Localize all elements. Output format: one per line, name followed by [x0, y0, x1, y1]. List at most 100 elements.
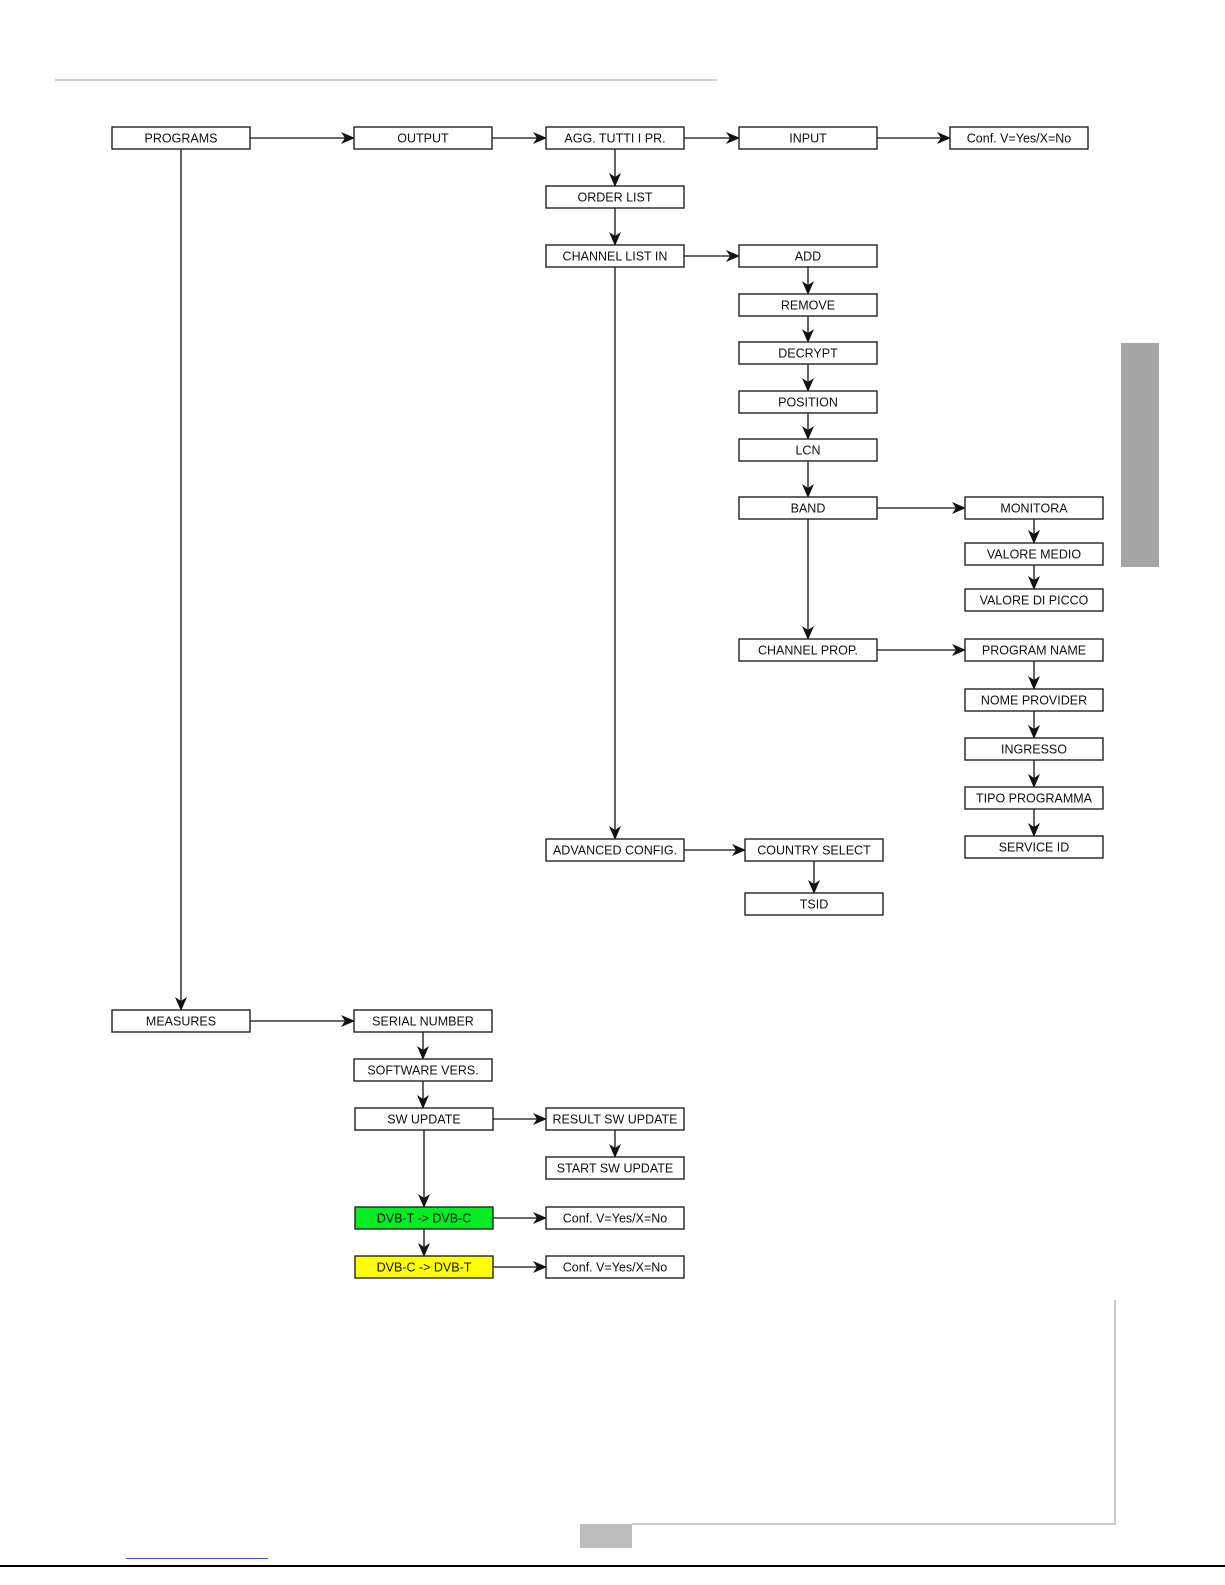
- node-serial: SERIAL NUMBER: [353, 1009, 493, 1033]
- node-box-tipoprog: [964, 786, 1104, 810]
- node-box-dvbc2t: [354, 1255, 494, 1279]
- node-box-remove: [738, 293, 878, 317]
- node-box-serial: [353, 1009, 493, 1033]
- node-box-country: [744, 838, 884, 862]
- node-band: BAND: [738, 496, 878, 520]
- page-border-right: [1114, 1300, 1116, 1524]
- node-box-conf2: [545, 1206, 685, 1230]
- node-box-lcn: [738, 438, 878, 462]
- node-label-conf1: Conf. V=Yes/X=No: [967, 132, 1072, 146]
- node-box-input: [738, 126, 878, 150]
- node-startsw: START SW UPDATE: [545, 1156, 685, 1180]
- node-label-nomeprov: NOME PROVIDER: [981, 694, 1087, 708]
- node-label-serviceid: SERVICE ID: [999, 841, 1070, 855]
- node-agg: AGG. TUTTI I PR.: [545, 126, 685, 150]
- node-label-serial: SERIAL NUMBER: [372, 1015, 474, 1029]
- node-box-monitora: [964, 496, 1104, 520]
- node-add: ADD: [738, 244, 878, 268]
- node-label-chprop: CHANNEL PROP.: [758, 644, 858, 658]
- node-box-decrypt: [738, 341, 878, 365]
- node-box-startsw: [545, 1156, 685, 1180]
- node-output: OUTPUT: [353, 126, 493, 150]
- edges-layer: [175, 132, 1040, 1273]
- node-label-remove: REMOVE: [781, 299, 835, 313]
- node-chprop: CHANNEL PROP.: [738, 638, 878, 662]
- top-rule: [55, 79, 717, 81]
- node-remove: REMOVE: [738, 293, 878, 317]
- node-label-swupd: SW UPDATE: [387, 1113, 460, 1127]
- node-label-input: INPUT: [789, 132, 827, 146]
- side-section-tab: [1121, 343, 1159, 567]
- node-dvbc2t: DVB-C -> DVB-T: [354, 1255, 494, 1279]
- node-box-valpicco: [964, 588, 1104, 612]
- node-label-add: ADD: [795, 250, 821, 264]
- node-label-valpicco: VALORE DI PICCO: [980, 594, 1089, 608]
- node-position: POSITION: [738, 390, 878, 414]
- node-tsid: TSID: [744, 892, 884, 916]
- page-number-tab: [580, 1524, 632, 1548]
- node-label-country: COUNTRY SELECT: [757, 844, 871, 858]
- node-label-tsid: TSID: [800, 898, 828, 912]
- node-box-valmedio: [964, 542, 1104, 566]
- node-serviceid: SERVICE ID: [964, 835, 1104, 859]
- node-box-swupd: [354, 1107, 494, 1131]
- node-progname: PROGRAM NAME: [964, 638, 1104, 662]
- node-box-chprop: [738, 638, 878, 662]
- node-box-add: [738, 244, 878, 268]
- node-label-dvbt2c: DVB-T -> DVB-C: [377, 1212, 472, 1226]
- node-label-ingresso: INGRESSO: [1001, 743, 1067, 757]
- node-country: COUNTRY SELECT: [744, 838, 884, 862]
- node-label-valmedio: VALORE MEDIO: [987, 548, 1082, 562]
- node-ingresso: INGRESSO: [964, 737, 1104, 761]
- node-box-advconf: [545, 838, 685, 862]
- node-tipoprog: TIPO PROGRAMMA: [964, 786, 1104, 810]
- node-label-chlist: CHANNEL LIST IN: [563, 250, 668, 264]
- node-box-band: [738, 496, 878, 520]
- page-border-bottom: [632, 1523, 1116, 1525]
- node-box-ingresso: [964, 737, 1104, 761]
- node-box-resultsw: [545, 1107, 685, 1131]
- node-box-nomeprov: [964, 688, 1104, 712]
- node-label-decrypt: DECRYPT: [778, 347, 838, 361]
- node-label-band: BAND: [791, 502, 826, 516]
- node-box-programs: [111, 126, 251, 150]
- node-label-agg: AGG. TUTTI I PR.: [564, 132, 665, 146]
- node-conf2: Conf. V=Yes/X=No: [545, 1206, 685, 1230]
- node-label-monitora: MONITORA: [1000, 502, 1068, 516]
- node-nomeprov: NOME PROVIDER: [964, 688, 1104, 712]
- node-advconf: ADVANCED CONFIG.: [545, 838, 685, 862]
- node-label-advconf: ADVANCED CONFIG.: [553, 844, 677, 858]
- node-label-swvers: SOFTWARE VERS.: [367, 1064, 478, 1078]
- node-input: INPUT: [738, 126, 878, 150]
- node-measures: MEASURES: [111, 1009, 251, 1033]
- node-box-chlist: [545, 244, 685, 268]
- node-label-tipoprog: TIPO PROGRAMMA: [976, 792, 1093, 806]
- node-label-position: POSITION: [778, 396, 838, 410]
- node-valpicco: VALORE DI PICCO: [964, 588, 1104, 612]
- node-resultsw: RESULT SW UPDATE: [545, 1107, 685, 1131]
- node-conf3: Conf. V=Yes/X=No: [545, 1255, 685, 1279]
- node-lcn: LCN: [738, 438, 878, 462]
- node-label-dvbc2t: DVB-C -> DVB-T: [377, 1261, 472, 1275]
- node-label-lcn: LCN: [795, 444, 820, 458]
- node-label-measures: MEASURES: [146, 1015, 216, 1029]
- node-box-agg: [545, 126, 685, 150]
- node-label-conf2: Conf. V=Yes/X=No: [563, 1212, 668, 1226]
- node-swupd: SW UPDATE: [354, 1107, 494, 1131]
- node-dvbt2c: DVB-T -> DVB-C: [354, 1206, 494, 1230]
- node-box-swvers: [353, 1058, 493, 1082]
- node-box-dvbt2c: [354, 1206, 494, 1230]
- node-swvers: SOFTWARE VERS.: [353, 1058, 493, 1082]
- node-box-serviceid: [964, 835, 1104, 859]
- footer-rule: [0, 1565, 1225, 1567]
- node-monitora: MONITORA: [964, 496, 1104, 520]
- node-chlist: CHANNEL LIST IN: [545, 244, 685, 268]
- footer-link-underline: [126, 1558, 268, 1559]
- node-box-tsid: [744, 892, 884, 916]
- node-label-conf3: Conf. V=Yes/X=No: [563, 1261, 668, 1275]
- node-label-order: ORDER LIST: [577, 191, 652, 205]
- node-box-measures: [111, 1009, 251, 1033]
- node-label-progname: PROGRAM NAME: [982, 644, 1086, 658]
